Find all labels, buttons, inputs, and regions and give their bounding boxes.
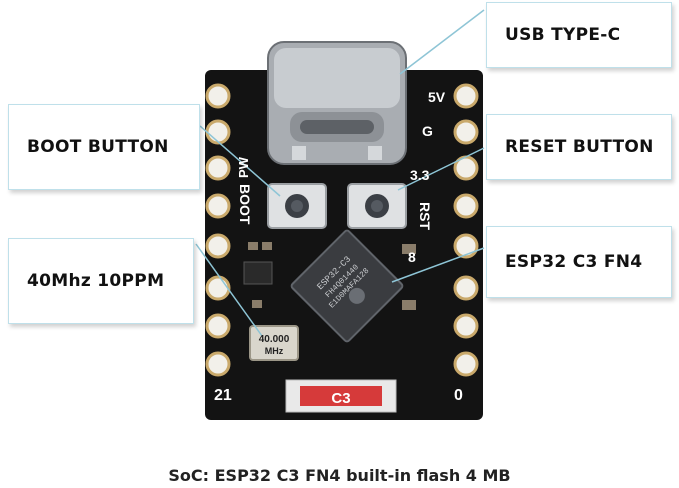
pin-pad: [453, 351, 479, 377]
esp32-c3-chip: [290, 229, 404, 343]
reset-button: [347, 183, 407, 229]
figure-caption: SoC: ESP32 C3 FN4 built-in flash 4 MB: [168, 466, 511, 485]
crystal-label-unit: MHz: [265, 346, 284, 356]
smd-component: [402, 244, 416, 254]
silk-pw: PW: [236, 156, 251, 178]
crystal-oscillator: [249, 325, 299, 361]
callout-boot-label: BOOT BUTTON: [27, 137, 169, 157]
pin-pad: [205, 275, 231, 301]
pin-pad: [453, 119, 479, 145]
leader-soc: [391, 247, 485, 283]
pin-pad: [453, 83, 479, 109]
pin-pad: [453, 193, 479, 219]
leader-crystal: [195, 243, 263, 337]
right-pin-pads: [453, 83, 479, 377]
regulator-chip: [243, 261, 273, 285]
smd-component: [402, 300, 416, 310]
callout-reset-label: RESET BUTTON: [505, 137, 654, 157]
leader-usb: [399, 9, 485, 75]
pin-pad: [205, 119, 231, 145]
callout-soc-label: ESP32 C3 FN4: [505, 252, 643, 272]
silk-rst: RST: [417, 202, 433, 230]
usb-c-connector: [267, 41, 407, 165]
pin-pad: [205, 313, 231, 339]
silk-3v3: 3.3: [410, 167, 430, 183]
callout-reset-button: RESET BUTTON: [486, 114, 672, 180]
pin-pad: [453, 275, 479, 301]
antenna-label: C3: [331, 390, 350, 407]
leader-lines: [195, 9, 485, 337]
smd-component: [248, 242, 258, 250]
pin-pad: [205, 83, 231, 109]
callout-crystal-label: 40Mhz 10PPM: [27, 271, 165, 291]
silk-8: 8: [408, 249, 416, 265]
pin-pad: [205, 233, 231, 259]
leader-boot: [199, 125, 281, 197]
pin-pad: [453, 313, 479, 339]
crystal-label-freq: 40.000: [259, 334, 290, 345]
callout-crystal: 40Mhz 10PPM: [8, 238, 194, 324]
pin-pad: [205, 193, 231, 219]
smd-component: [262, 242, 272, 250]
boot-button: [267, 183, 327, 229]
pin-pad: [205, 351, 231, 377]
silk-g: G: [422, 123, 433, 139]
callout-boot-button: BOOT BUTTON: [8, 104, 200, 190]
silk-0: 0: [454, 387, 463, 404]
pin-pad: [205, 155, 231, 181]
leader-reset: [397, 147, 485, 191]
pin-pad: [453, 233, 479, 259]
callout-usb-label: USB TYPE-C: [505, 25, 621, 45]
callout-soc: ESP32 C3 FN4: [486, 226, 672, 298]
callout-usb-type-c: USB TYPE-C: [486, 2, 672, 68]
antenna-chip: [285, 379, 397, 413]
silk-5v: 5V: [428, 89, 446, 105]
silk-boot: BOOT: [237, 184, 253, 225]
smd-component: [252, 300, 262, 308]
silk-21: 21: [214, 387, 232, 404]
